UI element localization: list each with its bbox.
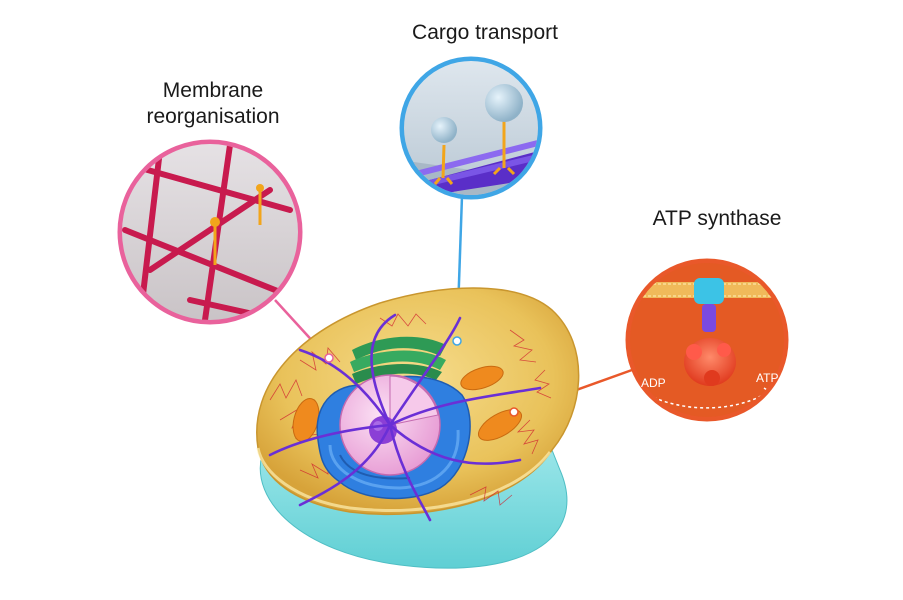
cargo-transport-label: Cargo transport bbox=[380, 20, 590, 46]
mitochondrion-1 bbox=[460, 365, 504, 391]
myosin-motors bbox=[213, 190, 262, 265]
cargo-anchor bbox=[452, 336, 462, 346]
golgi bbox=[350, 336, 446, 384]
adp-label: ADP bbox=[641, 376, 666, 390]
kinesin-motors bbox=[433, 120, 516, 185]
atp-anchor bbox=[509, 407, 519, 417]
microtubules bbox=[268, 313, 542, 522]
membrane-line-2: reorganisation bbox=[146, 105, 280, 128]
membrane-reorganisation-label: Membrane reorganisation bbox=[118, 78, 308, 130]
stalk bbox=[702, 304, 716, 332]
membrane-anchor bbox=[324, 353, 334, 363]
atp-synthase-label: ATP synthase bbox=[622, 206, 812, 232]
cell bbox=[256, 287, 580, 569]
fo-rotor bbox=[694, 278, 724, 304]
membrane-inset bbox=[117, 139, 303, 325]
cytoplasm-rim bbox=[256, 447, 552, 512]
vesicle-large bbox=[485, 84, 523, 122]
atp-synthase-inset: ADP ATP bbox=[625, 258, 789, 422]
adp-to-atp-arrow bbox=[647, 391, 769, 409]
cargo-inset bbox=[399, 56, 543, 200]
vesicle-small bbox=[431, 117, 457, 143]
atp-label: ATP bbox=[756, 371, 778, 385]
mitochondrion-2 bbox=[478, 409, 522, 441]
cargo-transport-text: Cargo transport bbox=[412, 21, 558, 44]
atp-synthase-text: ATP synthase bbox=[652, 207, 782, 230]
membrane-line-1: Membrane bbox=[162, 79, 264, 102]
